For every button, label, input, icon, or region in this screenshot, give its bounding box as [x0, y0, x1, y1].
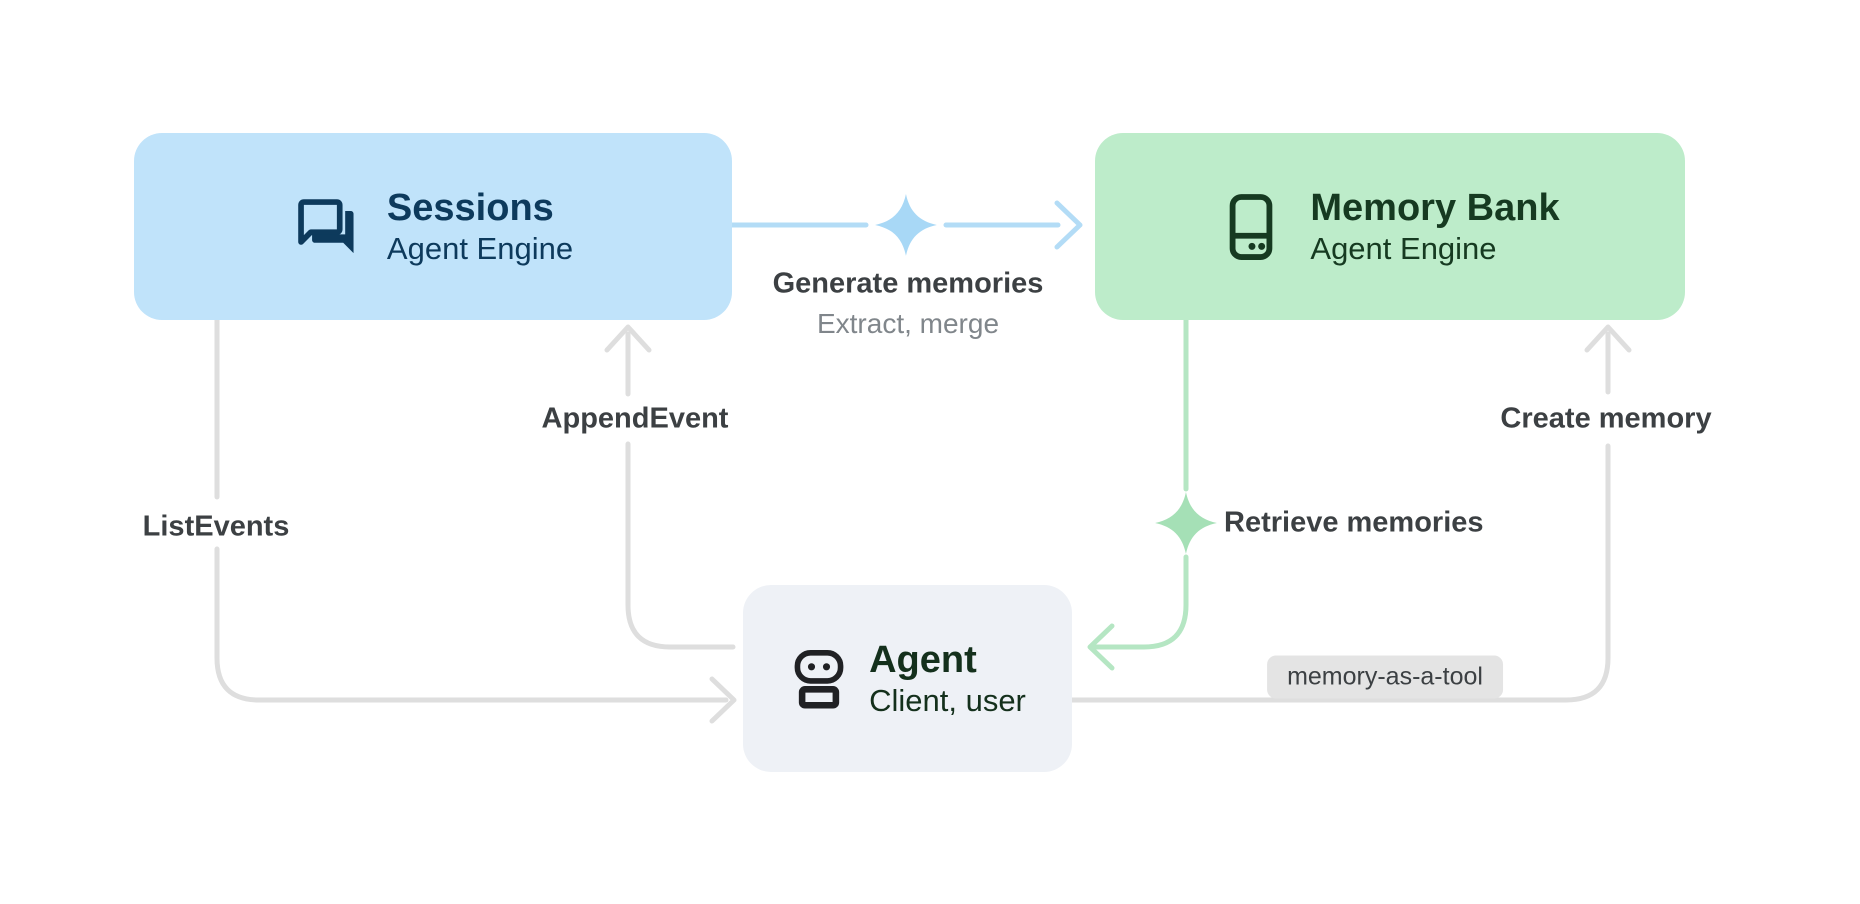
sparkle-icon: [1155, 492, 1217, 554]
sparkle-icon: [875, 194, 937, 256]
generate-memories-arrow: [729, 194, 1083, 256]
append-event-arrow: [604, 324, 736, 650]
generate-memories-label: Generate memories: [772, 267, 1044, 300]
retrieve-memories-arrow: [1087, 317, 1217, 671]
list-events-label: ListEvents: [142, 510, 290, 543]
sessions-node: Sessions Agent Engine: [134, 133, 732, 320]
memory-as-a-tool-badge: memory-as-a-tool: [1267, 655, 1503, 699]
forum-icon: [298, 198, 354, 253]
create-memory-arrow: [1069, 324, 1632, 703]
robot-icon: [794, 649, 844, 709]
agent-node: Agent Client, user: [743, 585, 1072, 772]
agent-title: Agent: [869, 639, 977, 682]
create-memory-label: Create memory: [1500, 402, 1712, 435]
storage-icon: [1230, 193, 1273, 260]
sessions-subtitle: Agent Engine: [386, 230, 574, 266]
append-event-label: AppendEvent: [541, 402, 729, 435]
retrieve-memories-label: Retrieve memories: [1224, 506, 1484, 539]
memory-bank-subtitle: Agent Engine: [1310, 230, 1497, 266]
memory-bank-title: Memory Bank: [1310, 187, 1560, 230]
extract-merge-sublabel: Extract, merge: [816, 308, 1000, 339]
list-events-arrow: [214, 317, 737, 724]
agent-subtitle: Client, user: [869, 682, 1026, 718]
sessions-title: Sessions: [386, 187, 554, 230]
memory-bank-node: Memory Bank Agent Engine: [1095, 133, 1685, 320]
